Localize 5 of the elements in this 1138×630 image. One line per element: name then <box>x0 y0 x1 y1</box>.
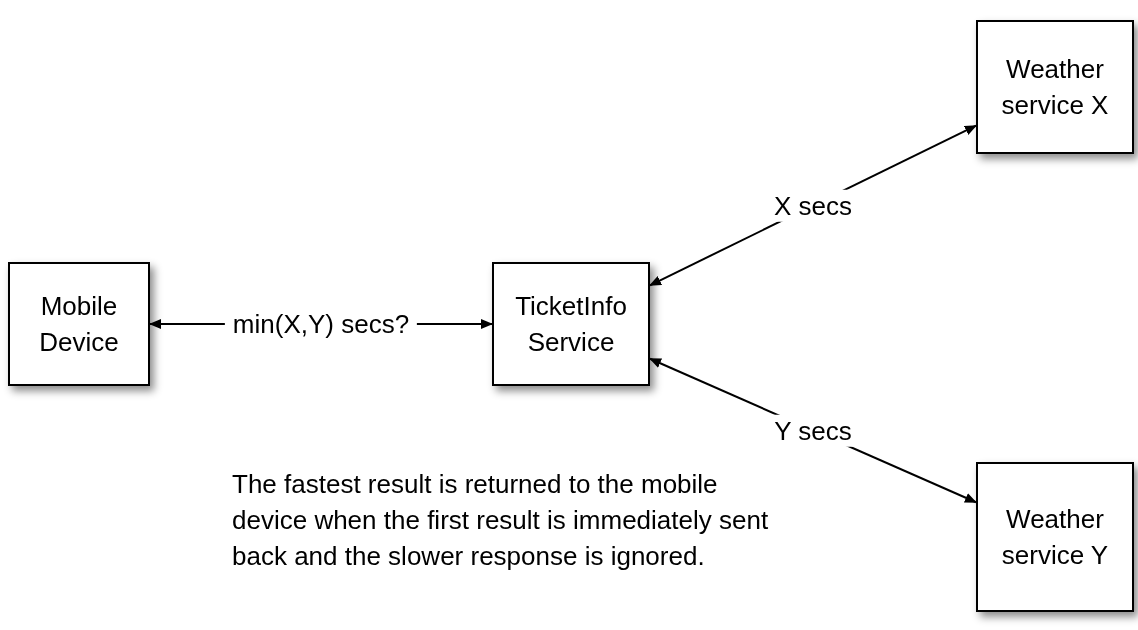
service-box: Weather service Y <box>976 462 1134 612</box>
service-box: Weather service X <box>976 20 1134 154</box>
service-box: TicketInfo Service <box>492 262 650 386</box>
note-text: The fastest result is returned to the mobile device when the first result is immediately sent back and the slower response is ignored. <box>232 468 770 573</box>
service-box: Mobile Device <box>8 262 150 386</box>
